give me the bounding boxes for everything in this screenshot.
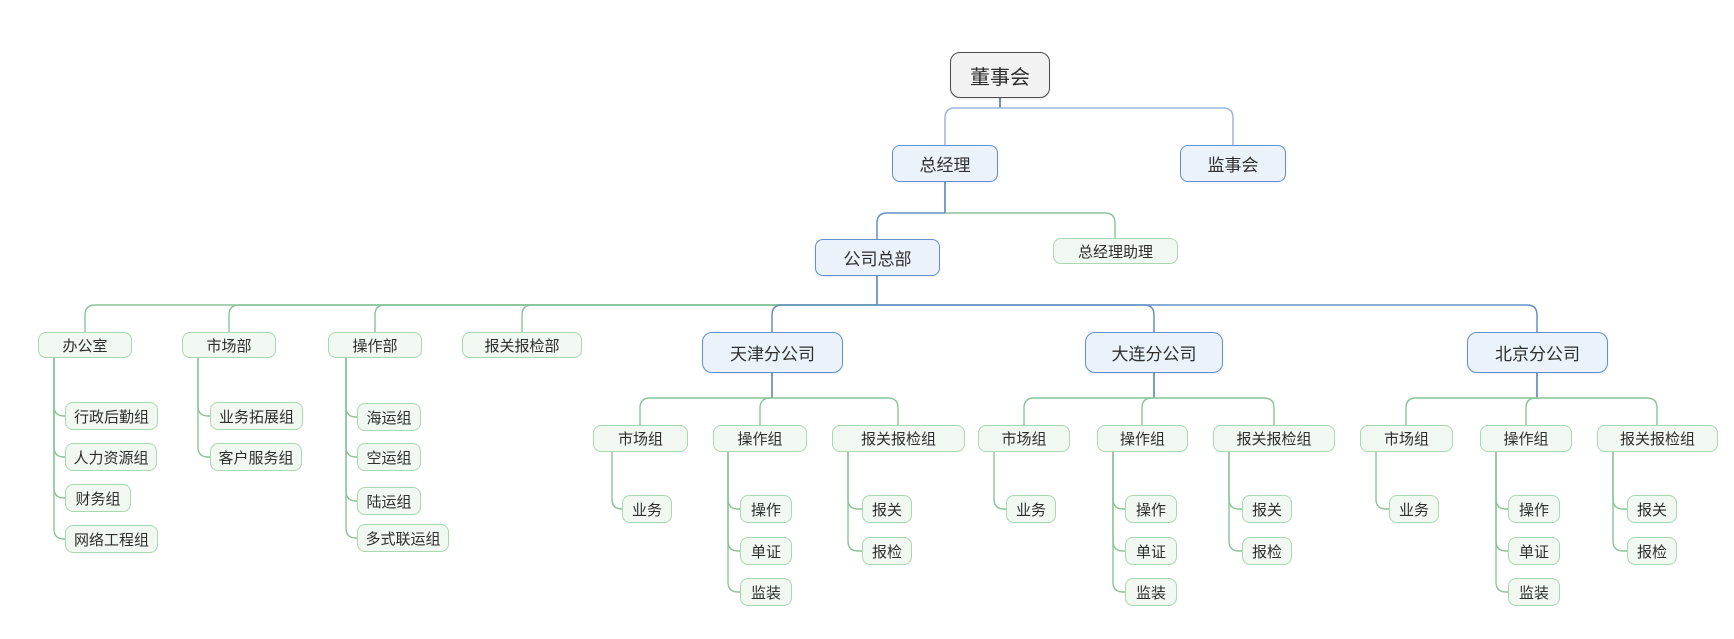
node-gm-assistant[interactable]: 总经理助理: [1053, 238, 1178, 264]
node-tianjin-customs-declaration[interactable]: 报关: [862, 495, 912, 523]
node-network-engineering-team[interactable]: 网络工程组: [65, 525, 158, 553]
node-tianjin-marketing-group[interactable]: 市场组: [593, 425, 688, 452]
node-dalian-branch[interactable]: 大连分公司: [1085, 332, 1223, 373]
node-beijing-customs-declaration[interactable]: 报关: [1627, 495, 1677, 523]
node-headquarters[interactable]: 公司总部: [815, 239, 940, 276]
node-dalian-marketing-group[interactable]: 市场组: [978, 425, 1070, 452]
node-general-manager[interactable]: 总经理: [892, 145, 998, 182]
node-sea-freight-team[interactable]: 海运组: [357, 403, 421, 431]
node-operations-dept[interactable]: 操作部: [328, 332, 422, 358]
node-tianjin-inspection[interactable]: 报检: [862, 537, 912, 565]
node-dalian-operations-group[interactable]: 操作组: [1097, 425, 1188, 452]
node-tianjin-documentation[interactable]: 单证: [740, 537, 792, 565]
node-finance-team[interactable]: 财务组: [65, 484, 131, 512]
node-dalian-customs-group[interactable]: 报关报检组: [1213, 425, 1335, 452]
node-supervisory-board[interactable]: 监事会: [1180, 145, 1286, 182]
node-beijing-sales[interactable]: 业务: [1389, 495, 1439, 523]
node-tianjin-branch[interactable]: 天津分公司: [702, 332, 843, 373]
node-tianjin-operation[interactable]: 操作: [740, 495, 792, 523]
node-dalian-operation[interactable]: 操作: [1125, 495, 1177, 523]
node-board-of-directors[interactable]: 董事会: [950, 52, 1050, 98]
node-biz-development-team[interactable]: 业务拓展组: [210, 402, 303, 430]
node-dalian-documentation[interactable]: 单证: [1125, 537, 1177, 565]
node-beijing-customs-group[interactable]: 报关报检组: [1597, 425, 1718, 452]
node-land-freight-team[interactable]: 陆运组: [357, 487, 421, 515]
node-beijing-inspection[interactable]: 报检: [1627, 537, 1677, 565]
node-marketing-dept[interactable]: 市场部: [182, 332, 276, 358]
node-dalian-customs-declaration[interactable]: 报关: [1242, 495, 1292, 523]
node-tianjin-customs-group[interactable]: 报关报检组: [832, 425, 965, 452]
node-admin-logistics-team[interactable]: 行政后勤组: [65, 402, 158, 430]
node-tianjin-operations-group[interactable]: 操作组: [713, 425, 807, 452]
node-beijing-operations-group[interactable]: 操作组: [1480, 425, 1572, 452]
node-dalian-inspection[interactable]: 报检: [1242, 537, 1292, 565]
node-beijing-operation[interactable]: 操作: [1508, 495, 1560, 523]
node-air-freight-team[interactable]: 空运组: [357, 443, 421, 471]
node-beijing-loading-supervision[interactable]: 监装: [1508, 578, 1560, 606]
node-dalian-loading-supervision[interactable]: 监装: [1125, 578, 1177, 606]
node-multimodal-team[interactable]: 多式联运组: [357, 524, 449, 552]
node-hr-team[interactable]: 人力资源组: [65, 443, 157, 471]
node-beijing-marketing-group[interactable]: 市场组: [1360, 425, 1453, 452]
node-office-dept[interactable]: 办公室: [38, 332, 132, 358]
node-tianjin-loading-supervision[interactable]: 监装: [740, 578, 792, 606]
node-customs-dept[interactable]: 报关报检部: [462, 332, 582, 358]
node-beijing-branch[interactable]: 北京分公司: [1467, 332, 1608, 373]
node-beijing-documentation[interactable]: 单证: [1508, 537, 1560, 565]
node-tianjin-sales[interactable]: 业务: [622, 495, 672, 523]
node-customer-service-team[interactable]: 客户服务组: [210, 443, 302, 471]
node-dalian-sales[interactable]: 业务: [1006, 495, 1056, 523]
